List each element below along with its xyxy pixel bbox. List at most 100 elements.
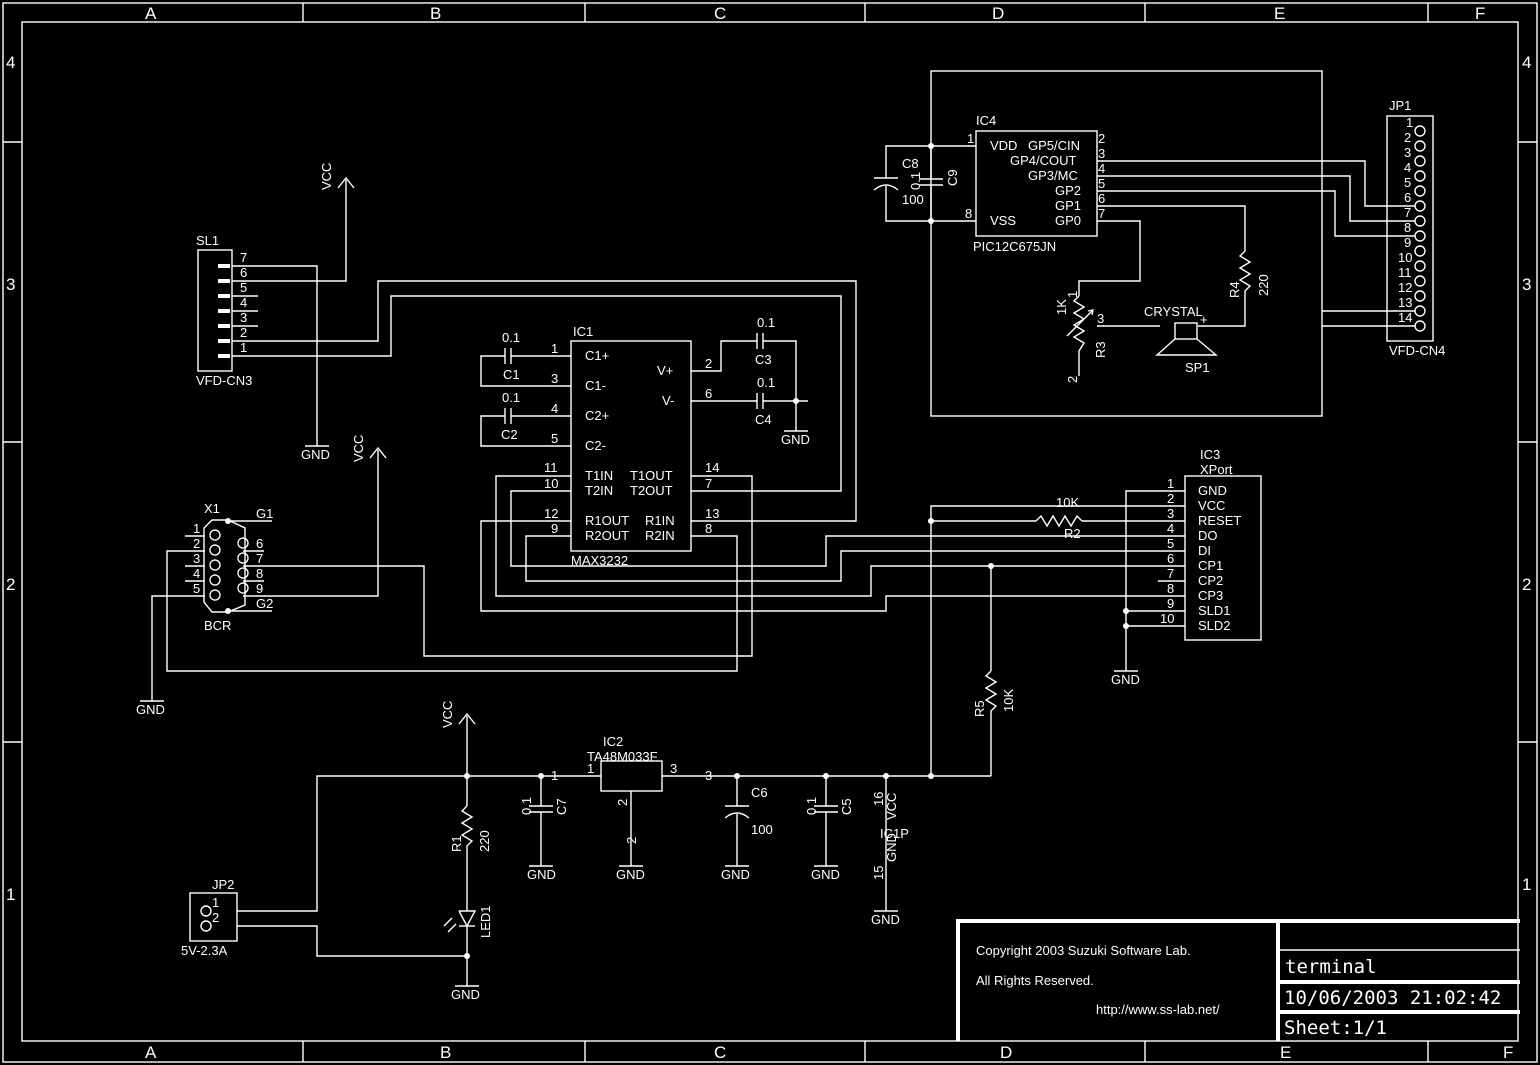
svg-text:XPort: XPort bbox=[1200, 462, 1233, 477]
svg-text:14: 14 bbox=[1398, 310, 1412, 325]
r4-ref: R4 bbox=[1227, 281, 1242, 298]
gnd-label: GND bbox=[1111, 672, 1140, 687]
svg-text:7: 7 bbox=[705, 476, 712, 491]
c2-ref: C2 bbox=[501, 427, 518, 442]
c4-value: 0.1 bbox=[757, 375, 775, 390]
junction-dots bbox=[464, 773, 934, 959]
copyright-text: Copyright 2003 Suzuki Software Lab. bbox=[976, 943, 1191, 958]
r1-value: 220 bbox=[477, 830, 492, 852]
rights-text: All Rights Reserved. bbox=[976, 973, 1094, 988]
svg-text:T2OUT: T2OUT bbox=[630, 483, 673, 498]
svg-text:12: 12 bbox=[1398, 280, 1412, 295]
svg-text:9: 9 bbox=[1404, 235, 1411, 250]
ic3-wiring bbox=[930, 490, 1185, 776]
c8-ref: C8 bbox=[902, 156, 919, 171]
gnd-label: GND bbox=[616, 867, 645, 882]
svg-text:4: 4 bbox=[193, 566, 200, 581]
col-label-bottom: B bbox=[440, 1043, 451, 1062]
led1: LED1 bbox=[443, 905, 493, 938]
c1-ref: C1 bbox=[503, 367, 520, 382]
col-label-bottom: D bbox=[1000, 1043, 1012, 1062]
svg-text:2: 2 bbox=[212, 910, 219, 925]
svg-text:3: 3 bbox=[551, 371, 558, 386]
svg-text:V-: V- bbox=[662, 393, 674, 408]
svg-text:13: 13 bbox=[705, 506, 719, 521]
svg-text:5: 5 bbox=[193, 581, 200, 596]
svg-text:PIC12C675JN: PIC12C675JN bbox=[973, 239, 1056, 254]
r3-value: 1K bbox=[1054, 299, 1069, 315]
svg-text:IC2: IC2 bbox=[603, 734, 623, 749]
svg-text:VDD: VDD bbox=[990, 138, 1017, 153]
jp2-power-jack: JP2 5V-2.3A 1 2 bbox=[181, 877, 238, 958]
svg-text:10: 10 bbox=[544, 476, 558, 491]
col-label-bottom: E bbox=[1280, 1043, 1291, 1062]
drawing-datetime: 10/06/2003 21:02:42 bbox=[1284, 987, 1501, 1009]
svg-text:VSS: VSS bbox=[990, 213, 1016, 228]
r3-pin1: 1 bbox=[1065, 291, 1080, 298]
svg-text:1: 1 bbox=[1406, 115, 1413, 130]
gnd-label: GND bbox=[811, 867, 840, 882]
svg-text:2: 2 bbox=[1404, 130, 1411, 145]
gnd-pin-label: GND bbox=[884, 833, 899, 862]
col-label-bottom: A bbox=[145, 1043, 157, 1062]
r2-ref: R2 bbox=[1064, 526, 1081, 541]
svg-text:11: 11 bbox=[1398, 265, 1412, 280]
svg-text:GP2: GP2 bbox=[1055, 183, 1081, 198]
vcc-pin-label: VCC bbox=[884, 793, 899, 820]
c2-value: 0.1 bbox=[502, 390, 520, 405]
svg-text:GND: GND bbox=[301, 447, 330, 462]
svg-text:7: 7 bbox=[1098, 206, 1105, 221]
gnd-label: GND bbox=[451, 987, 480, 1002]
row-label-right: 4 bbox=[1522, 53, 1531, 72]
r1-ref: R1 bbox=[449, 835, 464, 852]
drawing-title: terminal bbox=[1285, 956, 1377, 978]
url-text: http://www.ss-lab.net/ bbox=[1096, 1002, 1220, 1017]
svg-text:1: 1 bbox=[212, 895, 219, 910]
vcc-symbol: VCC bbox=[319, 163, 355, 190]
row-label-left: 3 bbox=[6, 275, 15, 294]
svg-text:4: 4 bbox=[1098, 161, 1105, 176]
vcc-label: VCC bbox=[440, 701, 455, 728]
svg-text:3: 3 bbox=[1404, 145, 1411, 160]
r5-value: 10K bbox=[1001, 689, 1016, 712]
junction-dot bbox=[928, 218, 934, 224]
svg-text:GP0: GP0 bbox=[1055, 213, 1081, 228]
sp1-speaker: CRYSTAL SP1 + bbox=[1144, 304, 1218, 375]
c9-ref: C9 bbox=[945, 169, 960, 186]
svg-text:MAX3232: MAX3232 bbox=[571, 553, 628, 568]
svg-text:8: 8 bbox=[1404, 220, 1411, 235]
c5-value: 0.1 bbox=[804, 797, 819, 815]
svg-text:8: 8 bbox=[705, 521, 712, 536]
svg-text:7: 7 bbox=[1404, 205, 1411, 220]
x1-wiring bbox=[140, 446, 387, 702]
ic1p-label: IC1P bbox=[880, 826, 909, 841]
col-label-top: E bbox=[1274, 4, 1285, 23]
c7-value: 0.1 bbox=[519, 797, 534, 815]
svg-text:RESET: RESET bbox=[1198, 513, 1241, 528]
frame-labels: A B C D E F A B C D E F 4 3 2 1 4 3 2 1 bbox=[6, 4, 1531, 1062]
svg-text:T1OUT: T1OUT bbox=[630, 468, 673, 483]
row-label-left: 4 bbox=[6, 53, 15, 72]
svg-text:14: 14 bbox=[705, 460, 719, 475]
svg-text:GP5/CIN: GP5/CIN bbox=[1028, 138, 1080, 153]
svg-text:1: 1 bbox=[551, 341, 558, 356]
svg-text:C1-: C1- bbox=[585, 378, 606, 393]
ic1-charge-pump-caps bbox=[480, 333, 808, 447]
svg-text:SL1: SL1 bbox=[196, 233, 219, 248]
svg-text:3: 3 bbox=[670, 761, 677, 776]
row-label-right: 1 bbox=[1522, 875, 1531, 894]
ic2-regulator: IC2 TA48M033F 1 3 2 bbox=[587, 734, 677, 806]
svg-text:LED1: LED1 bbox=[478, 905, 493, 938]
svg-text:12: 12 bbox=[544, 506, 558, 521]
svg-text:5: 5 bbox=[1167, 536, 1174, 551]
gnd-symbol: GND bbox=[301, 445, 330, 462]
svg-text:CRYSTAL: CRYSTAL bbox=[1144, 304, 1203, 319]
svg-text:1: 1 bbox=[967, 131, 974, 146]
svg-text:C2-: C2- bbox=[585, 438, 606, 453]
svg-text:6: 6 bbox=[240, 265, 247, 280]
svg-text:X1: X1 bbox=[204, 501, 220, 516]
junction-dot bbox=[793, 398, 799, 404]
svg-text:10: 10 bbox=[1160, 611, 1174, 626]
svg-text:6: 6 bbox=[705, 386, 712, 401]
